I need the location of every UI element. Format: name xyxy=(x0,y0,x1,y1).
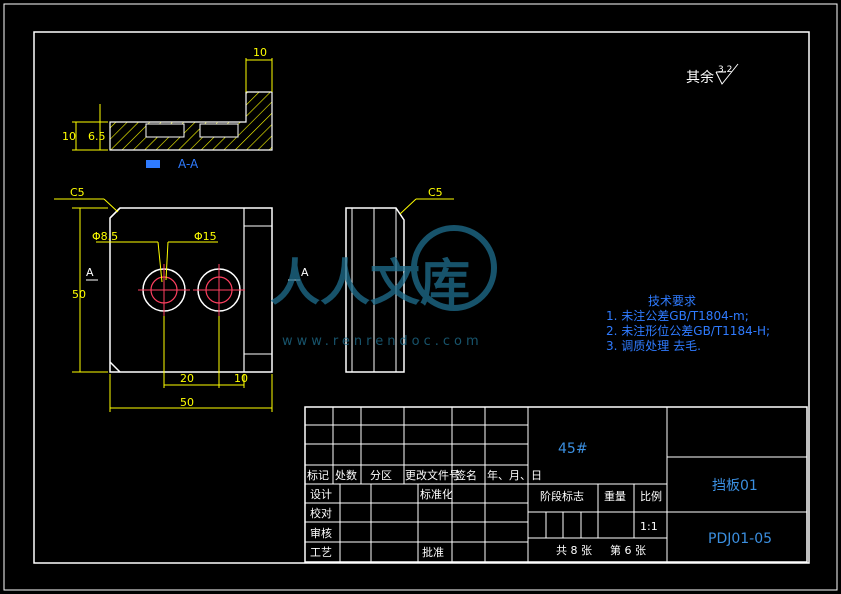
side-outline xyxy=(345,207,405,373)
tb-header-marking: 标记 xyxy=(307,468,329,482)
outer-frame xyxy=(3,3,838,591)
dim-top-width: 10 xyxy=(253,46,267,59)
tb-standardize: 标准化 xyxy=(420,487,453,501)
tb-weight: 重量 xyxy=(604,489,626,503)
inner-frame xyxy=(33,31,810,564)
watermark: 人人文库 www.renrendoc.com xyxy=(270,225,497,349)
dim-total-width: 50 xyxy=(180,396,194,409)
notes-heading: 技术要求 xyxy=(648,294,696,308)
front-outline xyxy=(109,207,273,373)
tb-approve: 批准 xyxy=(422,545,444,559)
front-view: Φ8.5 Φ15 C5 50 20 10 50 A A xyxy=(54,186,309,412)
tb-header-signature: 签名 xyxy=(455,468,477,482)
title-block-text: 45# 挡板01 PDJ01-05 标记 处数 分区 更改文件号 签名 年、月、… xyxy=(307,441,772,559)
tb-material: 45# xyxy=(558,441,588,457)
section-slot-2 xyxy=(199,123,239,138)
dim-section-height: 10 xyxy=(62,130,76,143)
technical-notes: 技术要求 1. 未注公差GB/T1804-m; 2. 未注形位公差GB/T118… xyxy=(606,294,770,353)
watermark-url: www.renrendoc.com xyxy=(282,334,483,349)
roughness-value: 3.2 xyxy=(718,65,732,75)
tb-header-count: 处数 xyxy=(335,469,357,482)
section-marker-right: A xyxy=(301,266,309,279)
section-outline xyxy=(109,91,273,151)
tb-sheet-no: 第 6 张 xyxy=(610,543,646,557)
note-line-2: 2. 未注形位公差GB/T1184-H; xyxy=(606,323,770,338)
roughness-symbol xyxy=(715,63,739,85)
tb-row-review: 审核 xyxy=(310,526,332,540)
dim-hole-1: Φ8.5 xyxy=(92,230,118,243)
watermark-text: 人人文库 xyxy=(270,254,470,312)
section-label: A-A xyxy=(178,157,199,171)
dim-chamfer-left: C5 xyxy=(70,186,85,199)
dim-pitch-1: 20 xyxy=(180,372,194,385)
dim-section-inner: 6.5 xyxy=(88,130,106,143)
tb-row-check: 校对 xyxy=(310,506,332,520)
note-line-3: 3. 调质处理 去毛. xyxy=(606,339,701,353)
dim-hole-2: Φ15 xyxy=(194,230,217,243)
tb-row-design: 设计 xyxy=(310,488,332,501)
tb-scale: 1:1 xyxy=(640,520,658,533)
title-block xyxy=(304,406,808,563)
tb-header-change-doc: 更改文件号 xyxy=(405,468,460,482)
dim-chamfer-right: C5 xyxy=(428,186,443,199)
dim-pitch-2: 10 xyxy=(234,372,248,385)
side-view: C5 xyxy=(345,186,454,373)
tb-row-process: 工艺 xyxy=(310,546,332,559)
note-line-1: 1. 未注公差GB/T1804-m; xyxy=(606,308,749,323)
roughness-note: 其余 3.2 xyxy=(686,63,739,86)
tb-ratio: 比例 xyxy=(640,489,662,503)
section-view: 10 10 6.5 A-A xyxy=(62,46,273,171)
roughness-text: 其余 xyxy=(686,69,714,86)
dim-height: 50 xyxy=(72,288,86,301)
tb-part-number: PDJ01-05 xyxy=(708,531,772,547)
section-slot-1 xyxy=(145,123,185,138)
tb-header-zone: 分区 xyxy=(370,469,392,482)
tb-part-name: 挡板01 xyxy=(712,478,758,494)
tb-header-date: 年、月、日 xyxy=(487,468,542,482)
tb-total-sheets: 共 8 张 xyxy=(556,544,592,557)
watermark-logo xyxy=(411,225,497,311)
section-marker-left: A xyxy=(86,266,94,279)
tb-stage-mark: 阶段标志 xyxy=(540,489,584,503)
